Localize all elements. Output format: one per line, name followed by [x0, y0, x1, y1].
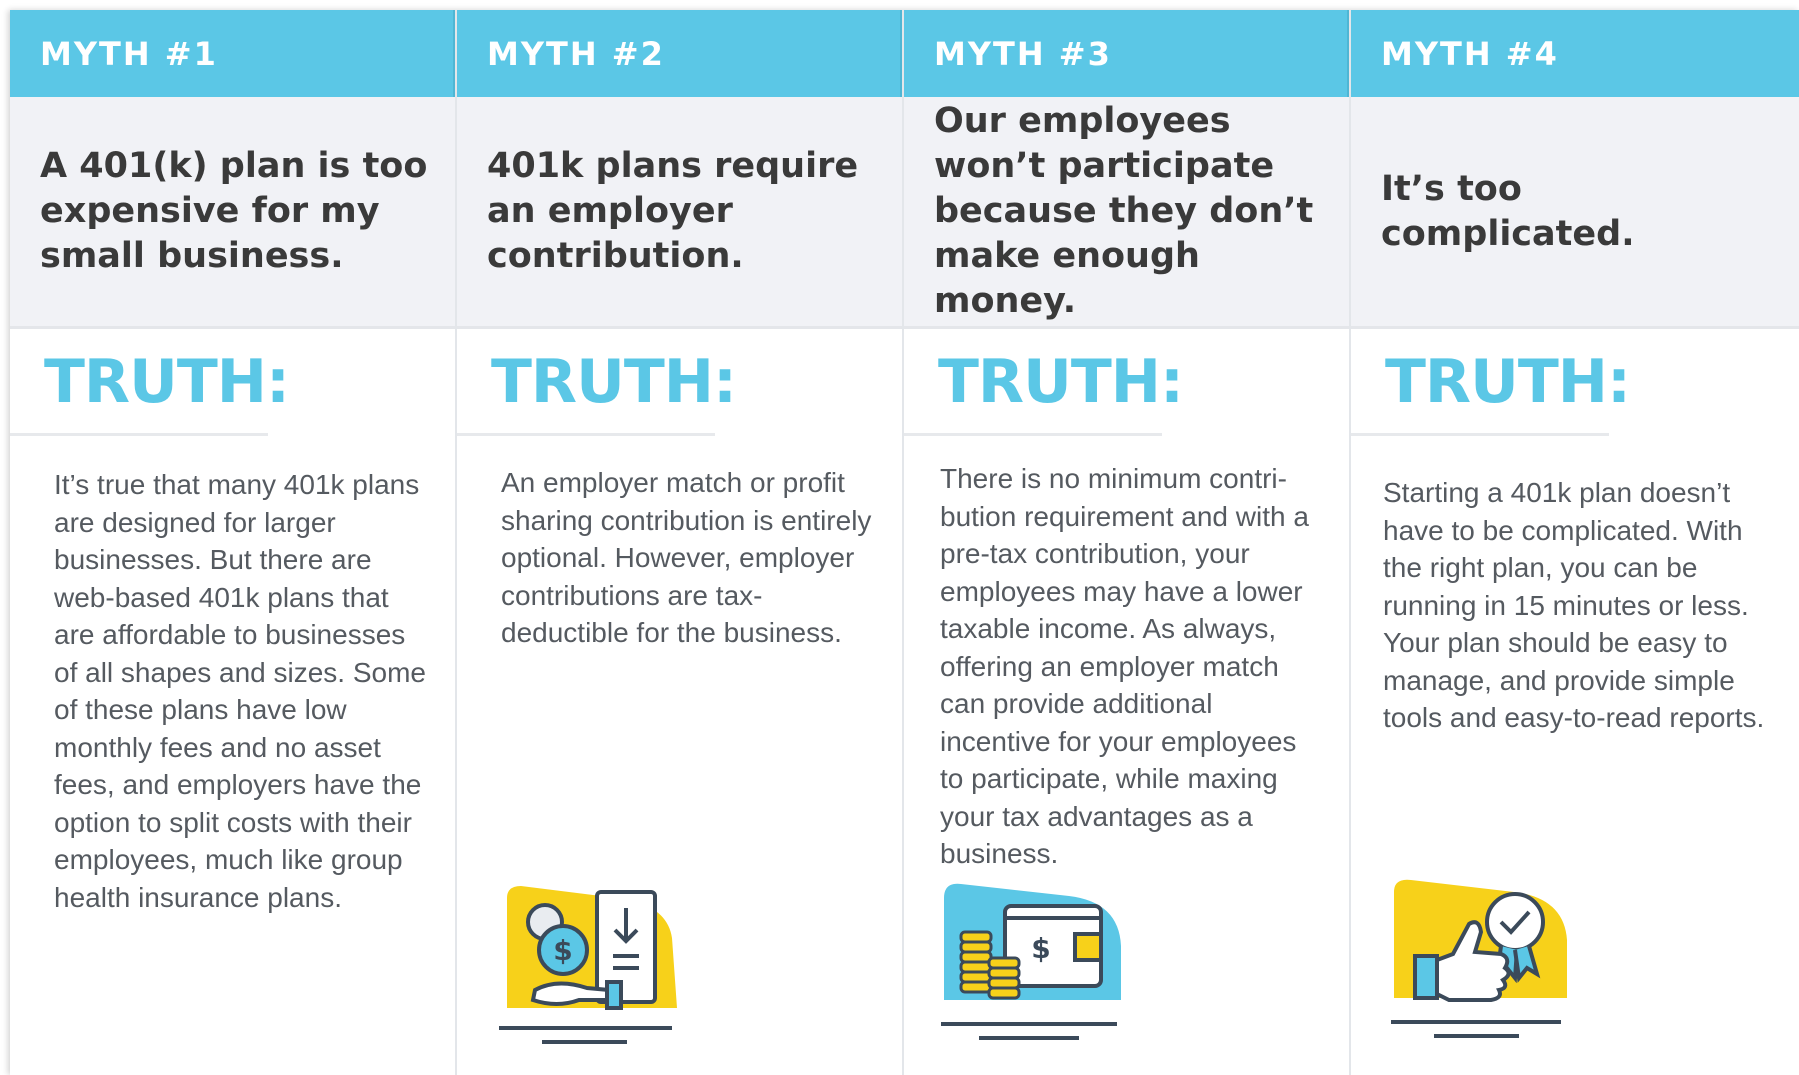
myth-1-text: A 401(k) plan is too expensive for my sm…: [40, 146, 428, 276]
myth-2-statement: 401k plans require an employer contribut…: [457, 97, 902, 329]
myth-truth-board: MYTH #1 A 401(k) plan is too expensive f…: [10, 10, 1799, 1075]
truth-4-text: Starting a 401k plan doesn’t have to be …: [1383, 477, 1765, 733]
myth-3-text: Our employees won’t participate because …: [934, 101, 1314, 321]
truth-3-text: There is no minimum contri-bution requir…: [940, 463, 1309, 869]
thumbs-up-badge-icon: [1391, 879, 1567, 1038]
myth-1-label: MYTH #1: [10, 10, 455, 97]
myth-4-text: It’s too complicated.: [1381, 168, 1635, 254]
myth-3-statement: Our employees won’t participate because …: [904, 97, 1349, 329]
truth-1-heading: TRUTH:: [10, 329, 455, 436]
svg-text:$: $: [553, 934, 572, 967]
myth-3-label: MYTH #3: [904, 10, 1349, 97]
myth-4-label: MYTH #4: [1351, 10, 1799, 97]
truth-2-heading: TRUTH:: [457, 329, 902, 436]
myth-4-statement: It’s too complicated.: [1351, 97, 1799, 329]
myth-1-statement: A 401(k) plan is too expensive for my sm…: [10, 97, 455, 329]
wallet-coins-icon: $: [941, 883, 1121, 1040]
hand-receiving-money-icon: $: [499, 886, 677, 1044]
column-myth-1: MYTH #1 A 401(k) plan is too expensive f…: [10, 10, 457, 1075]
truth-4-heading: TRUTH:: [1351, 329, 1799, 436]
myth-2-label: MYTH #2: [457, 10, 902, 97]
truth-3-heading: TRUTH:: [904, 329, 1349, 436]
svg-text:$: $: [1031, 932, 1050, 965]
column-myth-2: MYTH #2 401k plans require an employer c…: [457, 10, 904, 1075]
myth-2-text: 401k plans require an employer contribut…: [487, 146, 859, 276]
truth-1-text: It’s true that many 401k plans are desig…: [54, 469, 426, 913]
truth-2-text: An employer match or profit sharing cont…: [501, 467, 872, 648]
column-myth-3: MYTH #3 Our employees won’t participate …: [904, 10, 1351, 1075]
column-myth-4: MYTH #4 It’s too complicated. TRUTH: Sta…: [1351, 10, 1799, 1075]
